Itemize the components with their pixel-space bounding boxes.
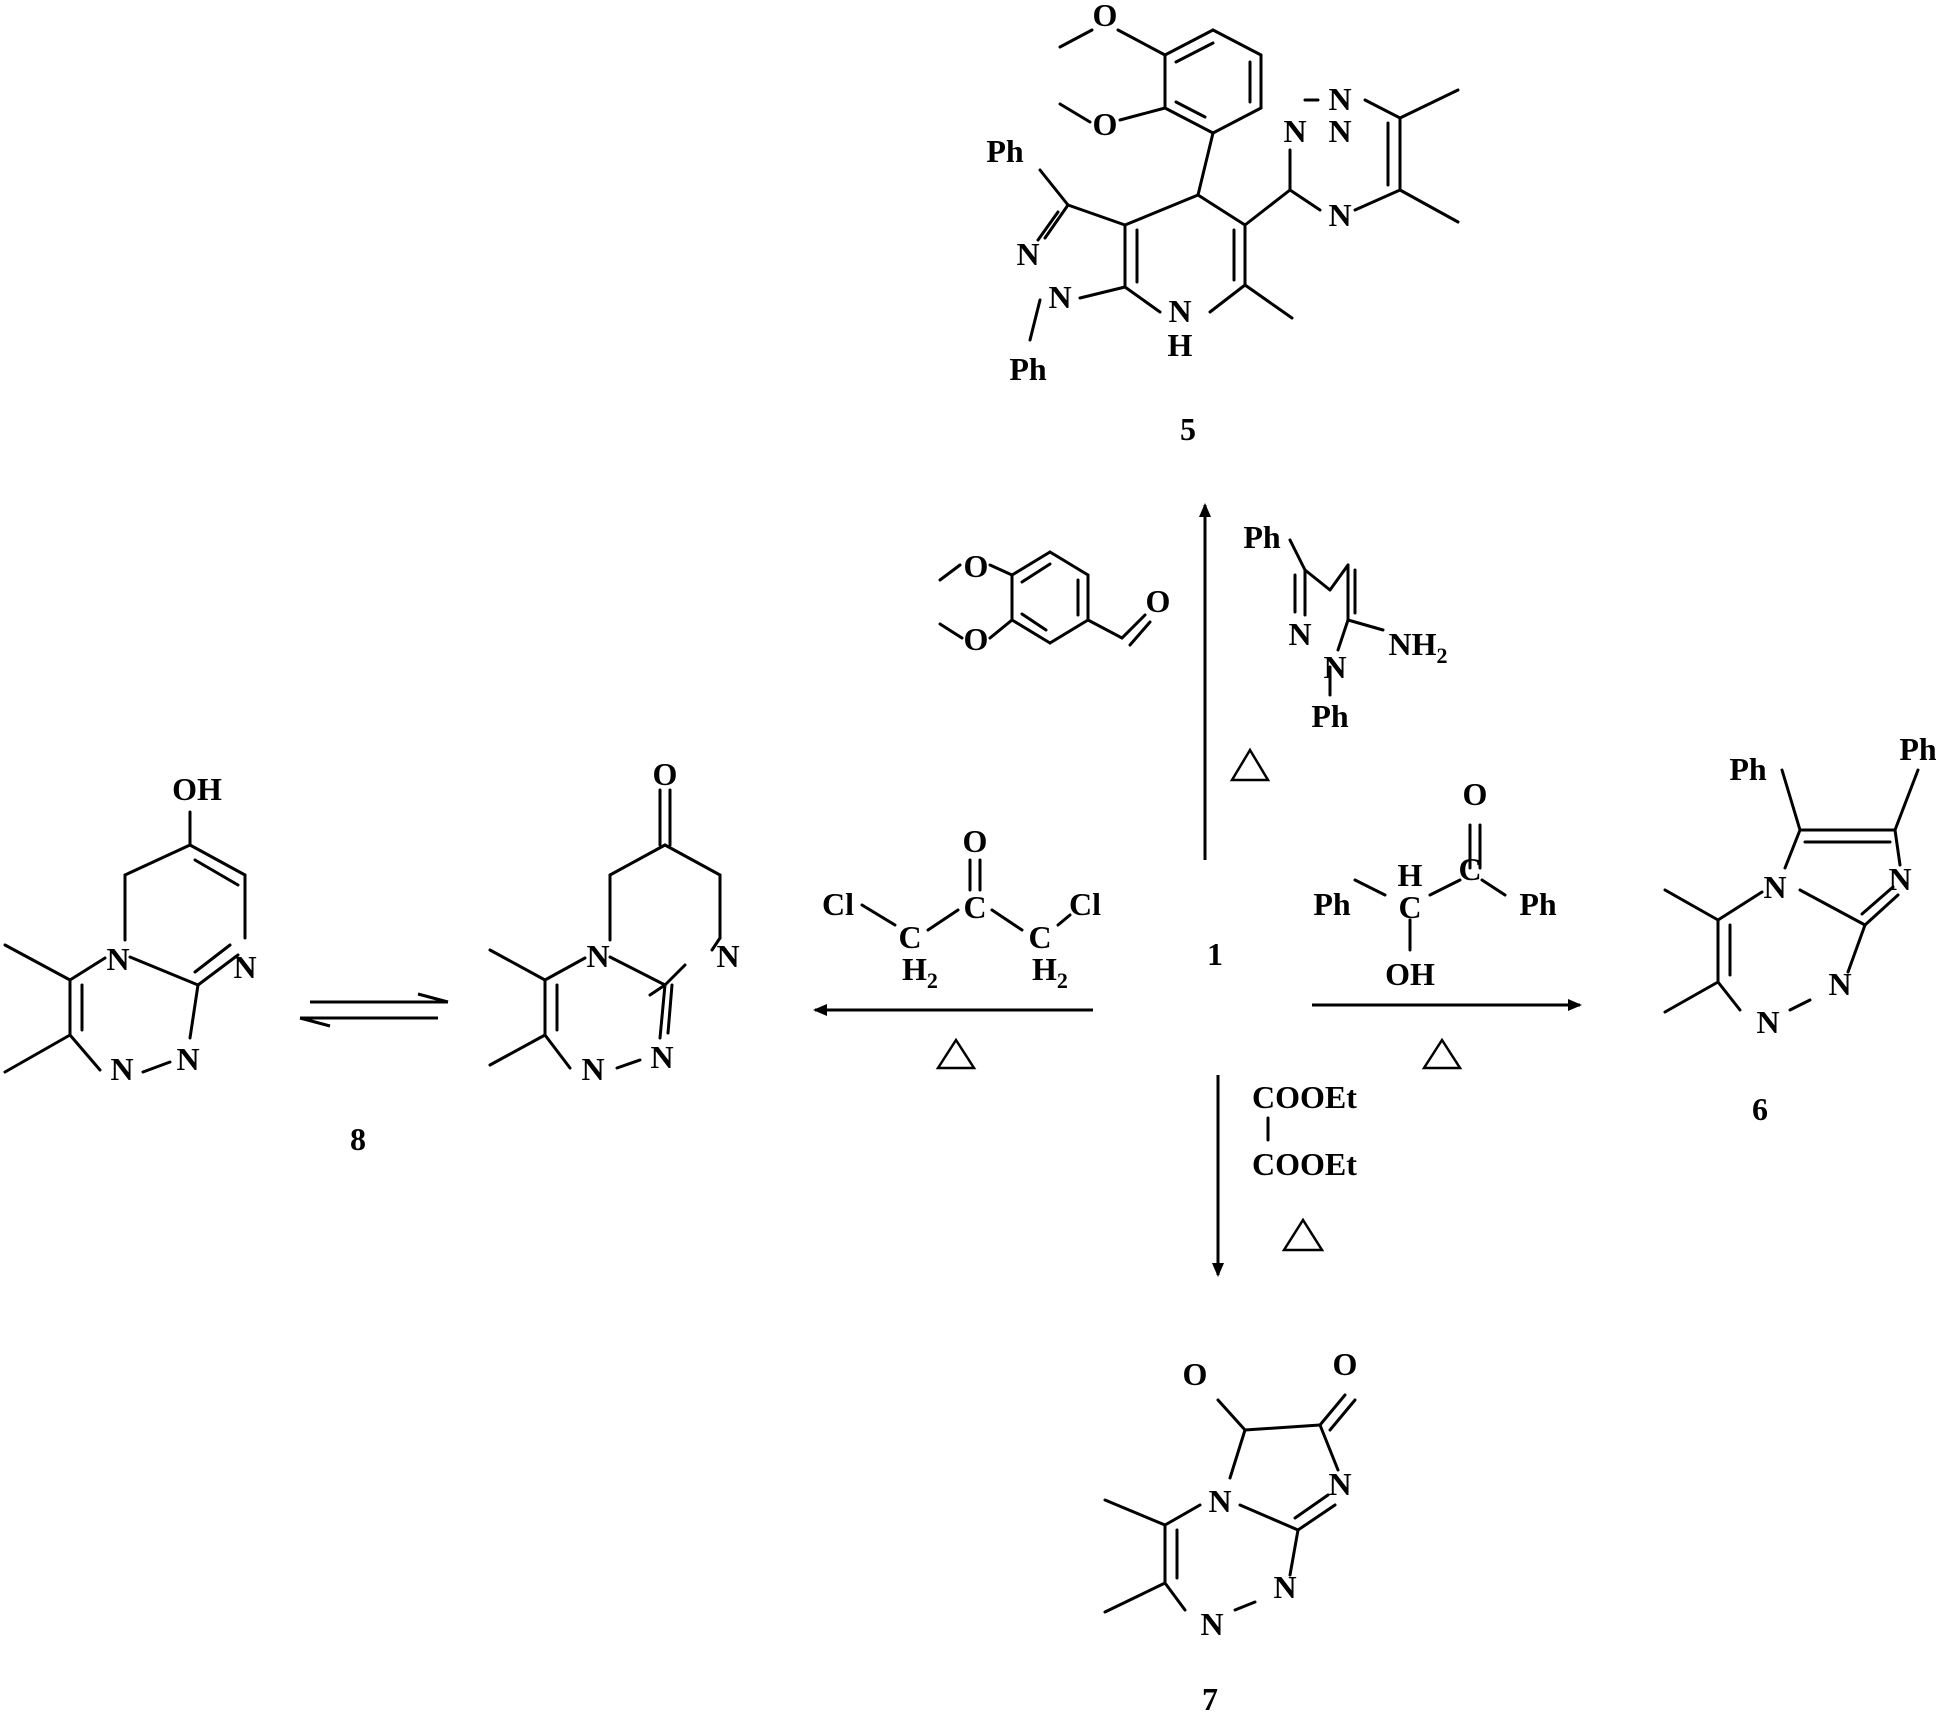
reagent-dca-c3-h2: H2	[1032, 951, 1068, 993]
compound-7-n-triazine2: N	[1200, 1606, 1223, 1642]
compound-7-o2: O	[1333, 1346, 1358, 1382]
compound-6-n-bridge: N	[1763, 869, 1786, 905]
heat-symbol-right	[1421, 1037, 1463, 1070]
reagent-benzoin-co-o: O	[1463, 776, 1488, 812]
compound-5-pyrazole-n1: N	[1048, 279, 1071, 315]
reagent-aminopyrazole	[1288, 538, 1385, 697]
compound-label-8: 8	[350, 1121, 366, 1157]
compound-keto-n-bridge: N	[586, 938, 609, 974]
compound-6-ph1: Ph	[1729, 751, 1767, 787]
reagent-oxalate-coo1: COOEt	[1252, 1079, 1357, 1115]
compound-5-triazine-n3: N	[1328, 81, 1351, 117]
compound-5-pyrazole-n2: N	[1016, 236, 1039, 272]
reagent-oxalate-coo2: COOEt	[1252, 1146, 1357, 1182]
reagent-benzoin-co-c: C	[1458, 851, 1481, 887]
reagent-aminopyrazole-n1: N	[1323, 649, 1346, 685]
reagent-benzoin-ph2: Ph	[1519, 886, 1557, 922]
reagent-dca-cl2: Cl	[1069, 886, 1101, 922]
compound-8-oh: OH	[172, 771, 222, 807]
compound-6-n-triazine1: N	[1828, 966, 1851, 1002]
reagent-aminopyrazole-n2: N	[1288, 616, 1311, 652]
compound-6-ph2: Ph	[1899, 731, 1936, 767]
compound-5-triazine-n4: N	[1328, 197, 1351, 233]
compound-7-n-triazine1: N	[1273, 1569, 1296, 1605]
compound-keto-structure	[488, 788, 722, 1070]
compound-6-n-imidazole: N	[1888, 861, 1911, 897]
compound-keto-n-imine: N	[716, 938, 739, 974]
compound-5-structure: O O	[1028, 0, 1460, 342]
compound-8-n-triazine2: N	[110, 1051, 133, 1087]
compound-5-methoxy-o1: O	[1093, 0, 1118, 33]
compound-keto-o: O	[653, 756, 678, 792]
reagent-benzoin	[1353, 823, 1507, 952]
compound-5-nh-h: H	[1168, 327, 1193, 363]
reagent-dca-c3: C	[1028, 919, 1051, 955]
compound-7-n-bridge: N	[1208, 1483, 1231, 1519]
heat-symbol-left	[935, 1037, 977, 1070]
reagent-aminopyrazole-ph-bottom: Ph	[1311, 698, 1349, 734]
reagent-veratraldehyde	[938, 550, 1152, 647]
compound-8-n-triazine1: N	[176, 1041, 199, 1077]
compound-7-n-imidazole: N	[1328, 1466, 1351, 1502]
heat-symbol-down	[1281, 1217, 1325, 1252]
compound-5-triazine-n1: N	[1328, 113, 1351, 149]
compound-label-7: 7	[1202, 1681, 1218, 1715]
reagent-dca-c1: C	[898, 919, 921, 955]
compound-5-ph-top: Ph	[986, 133, 1024, 169]
reagent-benzoin-ph1: Ph	[1313, 886, 1351, 922]
compound-5-aryl-ring	[1058, 28, 1263, 135]
reagent-aldehyde-ome-o2: O	[964, 621, 989, 657]
reagent-dca-c1-h2: H2	[902, 951, 938, 993]
reagent-aminopyrazole-nh2: NH2	[1389, 626, 1448, 668]
compound-label-1: 1	[1207, 936, 1223, 972]
reagent-benzoin-ch-h: H	[1398, 857, 1423, 893]
compound-label-5: 5	[1180, 411, 1196, 447]
reagent-aldehyde-ome-o1: O	[964, 548, 989, 584]
compound-8-structure	[3, 810, 247, 1074]
compound-keto-n-triazine1: N	[650, 1039, 673, 1075]
compound-7-structure	[1103, 1393, 1357, 1614]
reagent-dca-c2: C	[963, 889, 986, 925]
compound-8-n-imine: N	[233, 949, 256, 985]
compound-7-o1: O	[1183, 1356, 1208, 1392]
reagent-benzoin-ch-c: C	[1398, 889, 1421, 925]
compound-5-ph-bottom: Ph	[1009, 351, 1047, 387]
reagent-dca-o: O	[963, 823, 988, 859]
equilibrium-arrows	[299, 992, 449, 1028]
compound-5-methoxy-o2: O	[1093, 106, 1118, 142]
reagent-dca-cl1: Cl	[822, 886, 854, 922]
compound-6-structure	[1663, 768, 1920, 1014]
heat-symbol-up	[1229, 747, 1271, 782]
reagent-aldehyde-o: O	[1146, 583, 1171, 619]
reagent-aminopyrazole-ph-top: Ph	[1243, 519, 1281, 555]
compound-5-triazine-n2: N	[1283, 113, 1306, 149]
compound-5-nh-n: N	[1168, 293, 1191, 329]
compound-8-n-bridge: N	[106, 941, 129, 977]
compound-label-6: 6	[1752, 1091, 1768, 1127]
reagent-benzoin-oh: OH	[1385, 956, 1435, 992]
compound-keto-n-triazine2: N	[581, 1051, 604, 1087]
compound-6-n-triazine2: N	[1756, 1004, 1779, 1040]
